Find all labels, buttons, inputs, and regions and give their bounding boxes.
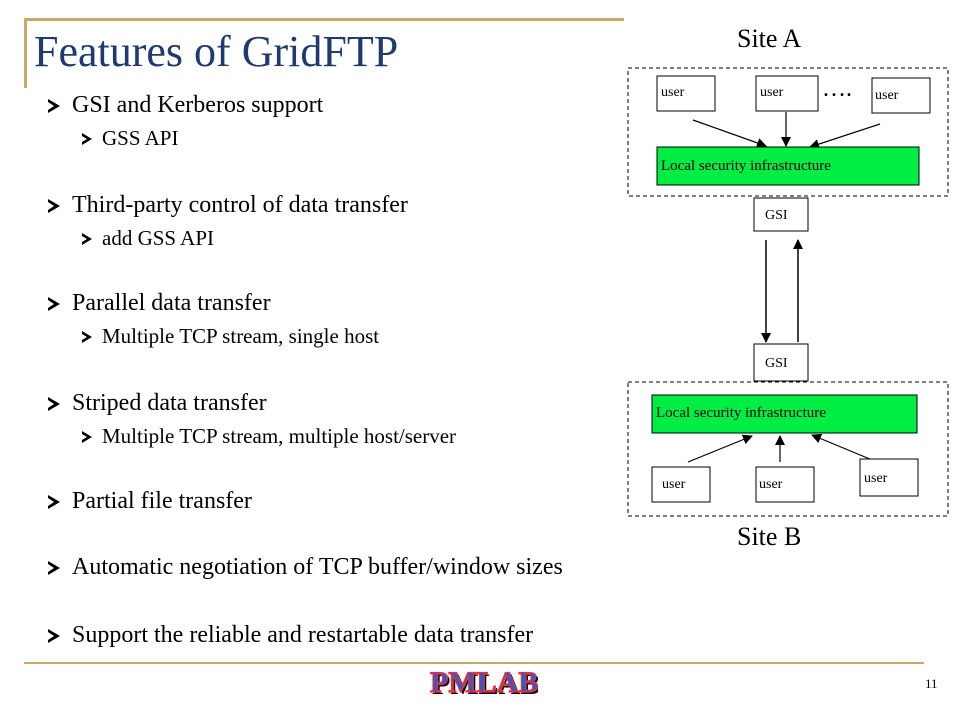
sub-bullet-item: Multiple TCP stream, single host: [82, 324, 379, 349]
bullet-text: Multiple TCP stream, multiple host/serve…: [102, 424, 457, 448]
bullet-item: Support the reliable and restartable dat…: [48, 622, 533, 649]
bullet-text: GSS API: [102, 126, 179, 150]
ellipsis-text: ….: [822, 76, 852, 102]
bullet-text: GSI and Kerberos support: [72, 92, 324, 118]
site-a-user-3: user: [871, 77, 931, 114]
site-a-label: Site A: [737, 24, 802, 53]
arrow-line: [687, 434, 753, 463]
site-a-security-box: Local security infrastructure: [656, 146, 920, 186]
bullet-text: add GSS API: [102, 226, 215, 250]
logo-text: PMLAB: [430, 666, 538, 699]
gsi-label: GSI: [765, 356, 788, 371]
arrow-line: [692, 119, 767, 148]
site-a-user-2: user: [755, 75, 819, 112]
title-frame-vertical: [24, 18, 27, 88]
arrow-bullet-icon: [82, 430, 92, 443]
sub-bullet-item: add GSS API: [82, 226, 214, 251]
site-b-user-2: user: [755, 466, 815, 503]
bullet-text: Partial file transfer: [72, 488, 252, 514]
arrow-bullet-icon: [48, 296, 60, 311]
logo-shadow: PMLAB: [432, 668, 538, 701]
user-label: user: [864, 471, 888, 486]
gsi-box-a: GSI: [753, 197, 809, 232]
sub-bullet-item: Multiple TCP stream, multiple host/serve…: [82, 424, 456, 449]
footer-rule: [24, 662, 924, 664]
arrow-bullet-icon: [82, 330, 92, 343]
gsi-label: GSI: [765, 208, 788, 223]
arrow-bullet-icon: [48, 628, 60, 643]
sub-bullet-item: GSS API: [82, 126, 178, 151]
slide-title: Features of GridFTP: [34, 27, 399, 76]
bullet-text: Support the reliable and restartable dat…: [72, 622, 534, 648]
pmlab-logo: PMLAB PMLAB: [429, 665, 538, 701]
bullet-item: Automatic negotiation of TCP buffer/wind…: [48, 554, 563, 581]
site-b-security-box: Local security infrastructure: [651, 394, 918, 434]
arrow-bullet-icon: [48, 396, 60, 411]
gsi-box-b: GSI: [753, 343, 809, 382]
arrow-bullet-icon: [82, 132, 92, 145]
bullet-item: GSI and Kerberos support: [48, 92, 323, 119]
bullet-list: GSI and Kerberos support GSS API Third-p…: [48, 0, 688, 720]
arrow-bullet-icon: [48, 98, 60, 113]
user-label: user: [760, 85, 784, 100]
arrow-bullet-icon: [48, 494, 60, 509]
arrow-bullet-icon: [48, 560, 60, 575]
bullet-text: Multiple TCP stream, single host: [102, 324, 380, 348]
title-frame-horizontal: [24, 18, 624, 21]
bullet-text: Third-party control of data transfer: [72, 192, 408, 218]
arrow-line: [809, 123, 881, 149]
bullet-item: Striped data transfer: [48, 390, 267, 417]
bullet-item: Third-party control of data transfer: [48, 192, 408, 219]
site-b-user-3: user: [859, 458, 919, 497]
bullet-text: Parallel data transfer: [72, 290, 271, 316]
bullet-text: Automatic negotiation of TCP buffer/wind…: [72, 554, 563, 580]
site-b-label: Site B: [737, 522, 802, 551]
arrow-line: [811, 433, 878, 463]
user-label: user: [759, 477, 783, 492]
arrow-bullet-icon: [48, 198, 60, 213]
user-label: user: [875, 88, 899, 103]
bullet-text: Striped data transfer: [72, 390, 267, 416]
bullet-item: Partial file transfer: [48, 488, 252, 515]
arrow-bullet-icon: [82, 232, 92, 245]
page-number: 11: [925, 676, 938, 691]
bullet-item: Parallel data transfer: [48, 290, 271, 317]
